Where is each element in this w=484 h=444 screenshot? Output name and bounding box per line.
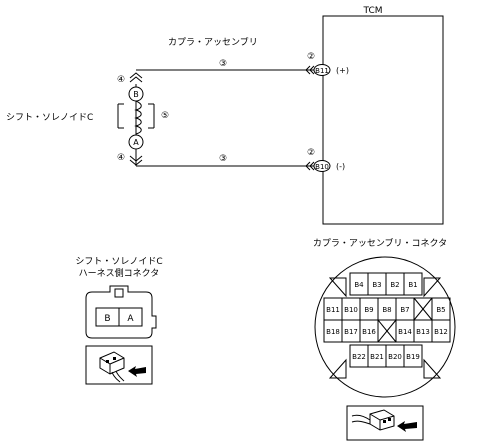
solenoid-connector-title-line2: ハーネス側コネクタ: [79, 267, 160, 279]
solenoid-harness-connector: B A: [85, 285, 157, 339]
coupler-pin: B3: [372, 281, 381, 289]
tcm-pin-top-label: B11: [315, 67, 329, 75]
coupler-pin: B9: [364, 306, 373, 314]
tcm-unit: TCM: [322, 6, 444, 225]
coupler-pin: B18: [326, 328, 340, 336]
solenoid-connector-title-line1: シフト・ソレノイドC: [75, 257, 162, 267]
tcm-pin-bottom-sign: (-): [336, 162, 345, 171]
coupler-assembly-label: カプラ・アッセンブリ: [168, 36, 258, 48]
tcm-pin-bottom-label: B10: [315, 163, 329, 171]
tcm-pin-top: ② B11 (+): [305, 52, 349, 76]
coupler-pin: B17: [344, 328, 358, 336]
tcm-title: TCM: [362, 6, 382, 16]
coupler-pin: B19: [406, 353, 420, 361]
wire-top: ③: [136, 59, 315, 71]
coupler-pin: B4: [354, 281, 364, 289]
wire-number-bottom: ③: [219, 154, 227, 164]
terminal-b-label: B: [133, 90, 139, 99]
wire-bottom: ③: [136, 154, 315, 167]
coupler-pin: B10: [344, 306, 358, 314]
wire-number-top: ③: [219, 59, 227, 69]
solenoid-connector-view-icon: [85, 345, 153, 385]
terminal-a-label: A: [133, 138, 139, 147]
coupler-pin: B12: [434, 328, 448, 336]
coupler-pin: B22: [352, 353, 366, 361]
coil-number: ⑤: [161, 111, 169, 121]
tcm-box: [322, 15, 444, 225]
coupler-row-4: B22 B21 B20 B19: [349, 344, 423, 368]
connector-number-bottom: ④: [117, 153, 125, 163]
solenoid-c: B ⑤ A: [117, 84, 169, 166]
coupler-connector-title: カプラ・アッセンブリ・コネクタ: [313, 237, 447, 249]
connector-number-top: ④: [117, 75, 125, 85]
solenoid-connector-pin-a: A: [127, 314, 134, 324]
coupler-connector-view-icon: [346, 405, 424, 441]
solenoid-connector-bottom-symbol: ④: [117, 153, 143, 166]
coupler-pin: B21: [370, 353, 384, 361]
solenoid-connector-top-symbol: ④: [117, 72, 143, 85]
solenoid-label: シフト・ソレノイドC: [6, 113, 93, 123]
coil-symbol: [134, 100, 142, 135]
solenoid-connector-pin-b: B: [104, 314, 110, 324]
coupler-pin: B20: [388, 353, 402, 361]
tcm-pin-bottom: ② B10 (-): [305, 148, 345, 172]
coupler-pin: B2: [390, 281, 399, 289]
tcm-number-top: ②: [307, 52, 315, 62]
coupler-pin: B7: [400, 306, 409, 314]
tcm-number-bottom: ②: [307, 148, 315, 158]
coupler-pin: B5: [436, 306, 445, 314]
coupler-row-1: B4 B3 B2 B1: [349, 272, 423, 296]
terminal-a-circle: [128, 134, 144, 150]
tcm-pin-top-sign: (+): [336, 66, 349, 75]
coupler-pin: B11: [326, 306, 340, 314]
coupler-pin: B1: [408, 281, 417, 289]
coupler-assembly-connector: B4 B3 B2 B1 B11 B10 B9 B8 B7 B5: [314, 256, 456, 398]
coupler-pin: B14: [398, 328, 412, 336]
coupler-row-2-3: B11 B10 B9 B8 B7 B5 B18 B17 B16 B14 B13 …: [323, 297, 451, 343]
coupler-pin: B13: [416, 328, 430, 336]
coupler-pin: B16: [362, 328, 376, 336]
coupler-pin: B8: [382, 306, 391, 314]
